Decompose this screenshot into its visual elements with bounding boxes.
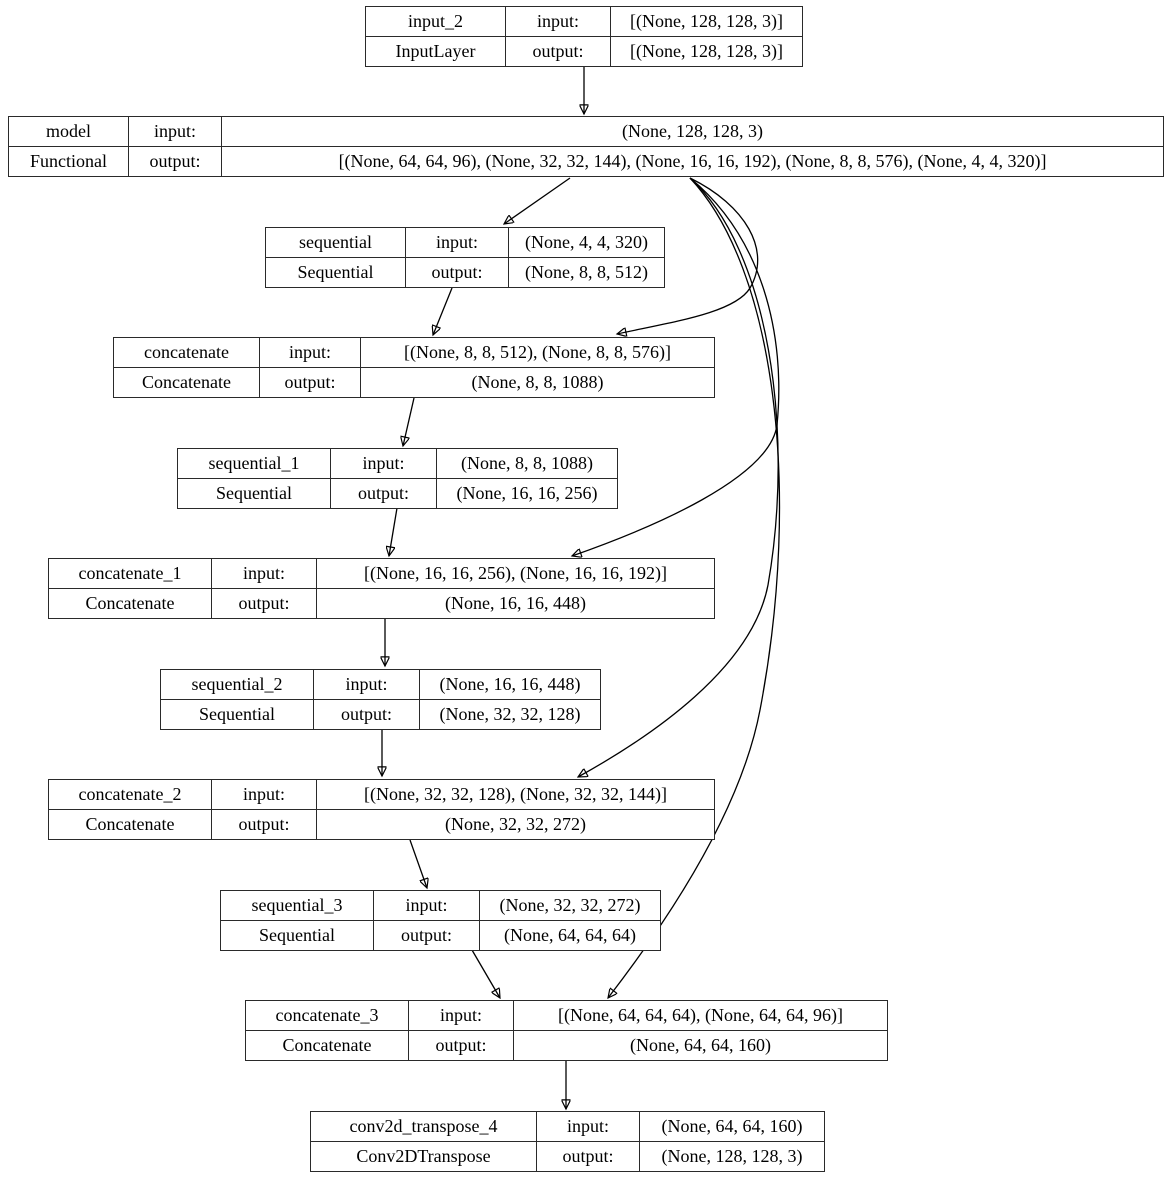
layer-name: sequential_3: [220, 890, 374, 921]
input-label: input:: [211, 779, 317, 810]
layer-name: concatenate: [113, 337, 260, 368]
layer-type: Sequential: [220, 920, 374, 951]
output-shape: (None, 128, 128, 3): [639, 1141, 825, 1172]
input-shape: [(None, 16, 16, 256), (None, 16, 16, 192…: [316, 558, 715, 589]
layer-type: InputLayer: [365, 36, 506, 67]
output-shape: (None, 16, 16, 448): [316, 588, 715, 619]
output-shape: [(None, 64, 64, 96), (None, 32, 32, 144)…: [221, 146, 1164, 177]
output-label: output:: [313, 699, 420, 730]
input-shape: [(None, 128, 128, 3)]: [610, 6, 803, 37]
layer-name: sequential: [265, 227, 406, 258]
layer-name: conv2d_transpose_4: [310, 1111, 537, 1142]
output-label: output:: [211, 809, 317, 840]
output-shape: [(None, 128, 128, 3)]: [610, 36, 803, 67]
input-label: input:: [373, 890, 480, 921]
layer-type: Sequential: [265, 257, 406, 288]
layer-node-sequential_2: sequential_2 input: (None, 16, 16, 448) …: [160, 669, 601, 730]
input-label: input:: [330, 448, 437, 479]
layer-type: Sequential: [160, 699, 314, 730]
output-shape: (None, 8, 8, 1088): [360, 367, 715, 398]
layer-node-model: model input: (None, 128, 128, 3) Functio…: [8, 116, 1164, 177]
edge-concatenate-to-sequential_1: [403, 397, 415, 446]
input-shape: [(None, 32, 32, 128), (None, 32, 32, 144…: [316, 779, 715, 810]
layer-name: concatenate_2: [48, 779, 212, 810]
layer-node-input_2: input_2 input: [(None, 128, 128, 3)] Inp…: [365, 6, 803, 67]
layer-node-sequential_3: sequential_3 input: (None, 32, 32, 272) …: [220, 890, 661, 951]
input-label: input:: [405, 227, 509, 258]
edge-sequential_1-to-concatenate_1: [389, 507, 398, 556]
edge-model-to-concatenate_2: [578, 177, 779, 777]
input-shape: [(None, 64, 64, 64), (None, 64, 64, 96)]: [513, 1000, 888, 1031]
layer-node-sequential: sequential input: (None, 4, 4, 320) Sequ…: [265, 227, 665, 288]
layer-type: Conv2DTranspose: [310, 1141, 537, 1172]
input-shape: (None, 16, 16, 448): [419, 669, 601, 700]
layer-node-concatenate: concatenate input: [(None, 8, 8, 512), (…: [113, 337, 715, 398]
output-label: output:: [128, 146, 222, 177]
output-label: output:: [330, 478, 437, 509]
input-label: input:: [408, 1000, 514, 1031]
input-label: input:: [128, 116, 222, 147]
input-shape: (None, 8, 8, 1088): [436, 448, 618, 479]
output-shape: (None, 16, 16, 256): [436, 478, 618, 509]
input-shape: [(None, 8, 8, 512), (None, 8, 8, 576)]: [360, 337, 715, 368]
output-label: output:: [536, 1141, 640, 1172]
input-label: input:: [313, 669, 420, 700]
output-label: output:: [259, 367, 361, 398]
layer-name: model: [8, 116, 129, 147]
input-shape: (None, 32, 32, 272): [479, 890, 661, 921]
layer-name: concatenate_3: [245, 1000, 409, 1031]
input-label: input:: [536, 1111, 640, 1142]
layer-type: Functional: [8, 146, 129, 177]
edge-model-to-concatenate_3: [608, 177, 781, 998]
layer-node-conv2d_transpose_4: conv2d_transpose_4 input: (None, 64, 64,…: [310, 1111, 825, 1172]
layer-name: input_2: [365, 6, 506, 37]
output-shape: (None, 32, 32, 128): [419, 699, 601, 730]
input-label: input:: [259, 337, 361, 368]
layer-type: Concatenate: [245, 1030, 409, 1061]
input-shape: (None, 64, 64, 160): [639, 1111, 825, 1142]
output-label: output:: [408, 1030, 514, 1061]
layer-name: concatenate_1: [48, 558, 212, 589]
layer-type: Concatenate: [48, 809, 212, 840]
input-shape: (None, 128, 128, 3): [221, 116, 1164, 147]
layer-node-sequential_1: sequential_1 input: (None, 8, 8, 1088) S…: [177, 448, 618, 509]
output-shape: (None, 32, 32, 272): [316, 809, 715, 840]
edge-concatenate_2-to-sequential_3: [409, 839, 427, 888]
layer-type: Concatenate: [113, 367, 260, 398]
layer-node-concatenate_2: concatenate_2 input: [(None, 32, 32, 128…: [48, 779, 715, 840]
output-label: output:: [505, 36, 611, 67]
output-shape: (None, 8, 8, 512): [508, 257, 665, 288]
input-shape: (None, 4, 4, 320): [508, 227, 665, 258]
input-label: input:: [211, 558, 317, 589]
layer-type: Sequential: [177, 478, 331, 509]
output-label: output:: [211, 588, 317, 619]
layer-type: Concatenate: [48, 588, 212, 619]
input-label: input:: [505, 6, 611, 37]
edge-sequential-to-concatenate: [433, 287, 453, 335]
layer-name: sequential_1: [177, 448, 331, 479]
layer-name: sequential_2: [160, 669, 314, 700]
edge-model-to-sequential: [504, 177, 571, 224]
edge-sequential_3-to-concatenate_3: [471, 949, 500, 998]
output-label: output:: [373, 920, 480, 951]
layer-node-concatenate_3: concatenate_3 input: [(None, 64, 64, 64)…: [245, 1000, 888, 1061]
output-shape: (None, 64, 64, 64): [479, 920, 661, 951]
output-shape: (None, 64, 64, 160): [513, 1030, 888, 1061]
output-label: output:: [405, 257, 509, 288]
layer-node-concatenate_1: concatenate_1 input: [(None, 16, 16, 256…: [48, 558, 715, 619]
